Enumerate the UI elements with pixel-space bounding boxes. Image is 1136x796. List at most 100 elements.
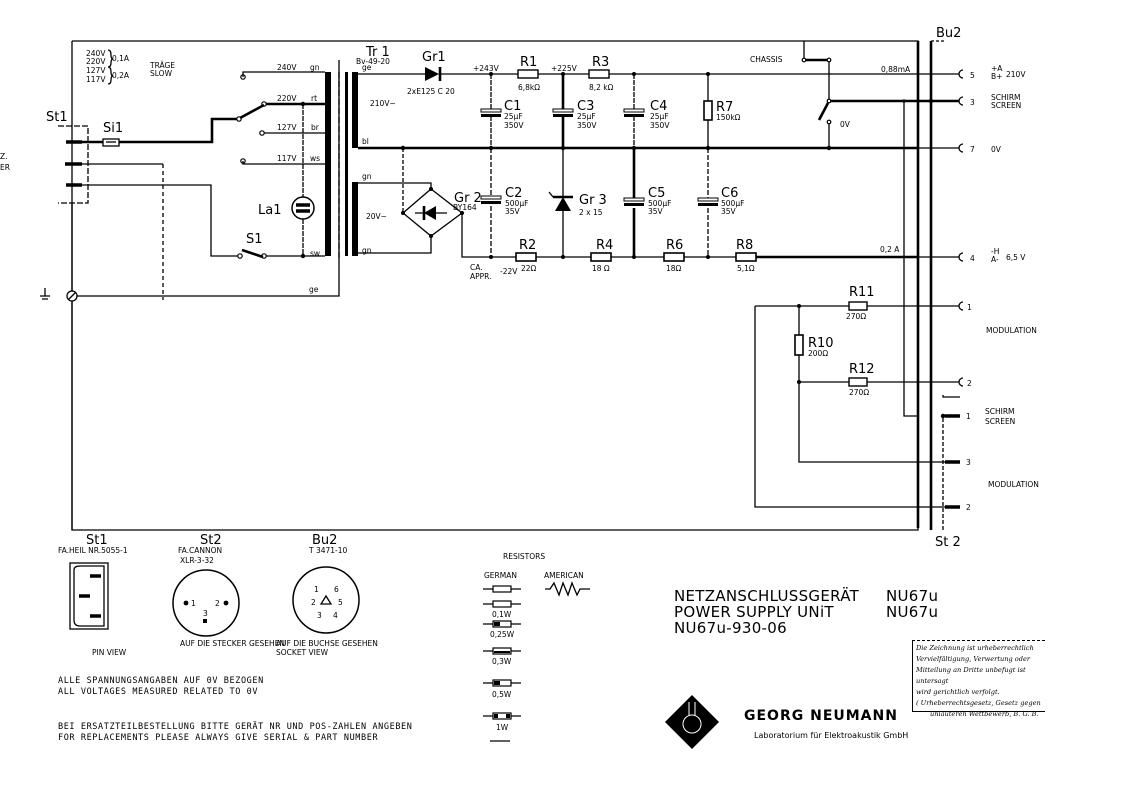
capacitor-c1: C1 25µF 350V — [480, 74, 524, 148]
svg-text:117V: 117V — [277, 154, 297, 163]
svg-text:4: 4 — [333, 611, 338, 620]
fuse-si1: Si1 — [82, 117, 238, 147]
svg-text:+A: +A — [991, 64, 1003, 73]
svg-text:+225V: +225V — [551, 64, 578, 73]
svg-text:1W: 1W — [496, 723, 509, 732]
svg-text:St2: St2 — [200, 533, 222, 548]
svg-text:0V: 0V — [840, 120, 851, 129]
st1-mains-connector: St1 Z. ER — [0, 110, 89, 296]
svg-text:1: 1 — [967, 303, 972, 312]
bridge-rectifier-gr2: Gr 2 BY164 — [358, 148, 491, 258]
drawing-number: NU67u-930-06 — [674, 619, 787, 637]
svg-text:2: 2 — [311, 598, 316, 607]
svg-text:br: br — [311, 123, 320, 132]
resistor-r2: R2 22Ω — [515, 238, 537, 273]
svg-text:C1: C1 — [504, 99, 521, 114]
svg-text:25µF: 25µF — [504, 112, 523, 121]
chassis-switch[interactable]: CHASSIS 0V 0,88mA — [750, 41, 959, 148]
bu2-connector: Bu2 5 +A B+ 210V 3 SCHIRM SCREEN 7 0V 4 … — [918, 26, 1037, 388]
svg-text:8,2 kΩ: 8,2 kΩ — [589, 83, 614, 92]
svg-text:S1: S1 — [246, 232, 263, 247]
svg-text:FA.CANNON: FA.CANNON — [178, 546, 222, 555]
svg-text:-22V: -22V — [500, 267, 518, 276]
svg-text:gn: gn — [362, 172, 372, 181]
switch-feed-wire — [82, 184, 238, 257]
svg-text:127V: 127V — [277, 123, 297, 132]
svg-text:18 Ω: 18 Ω — [592, 264, 610, 273]
svg-text:SCHIRM: SCHIRM — [991, 93, 1021, 102]
svg-text:240V: 240V — [277, 63, 297, 72]
st2-pinout: St2 FA.CANNON XLR-3-32 1 2 3 AUF DIE STE… — [92, 533, 285, 657]
svg-text:SCHIRM: SCHIRM — [985, 407, 1015, 416]
hv-rail: Gr1 2xE125 C 20 +243V +225V R1 6,8kΩ R3 … — [358, 50, 918, 96]
svg-text:22Ω: 22Ω — [521, 264, 537, 273]
svg-text:6: 6 — [334, 585, 339, 594]
svg-text:SOCKET VIEW: SOCKET VIEW — [276, 648, 329, 657]
svg-text:+243V: +243V — [473, 64, 500, 73]
svg-text:R1: R1 — [520, 55, 537, 70]
svg-text:TRÄGE: TRÄGE — [149, 61, 175, 70]
svg-text:Z.: Z. — [0, 152, 8, 161]
st2-connector: 1 SCHIRM SCREEN 3 2 MODULATION St 2 — [935, 407, 1039, 550]
capacitor-c3: C3 25µF 350V — [552, 74, 597, 148]
copyright-line: Die Zeichnung ist urheberrechtlich — [916, 644, 1034, 652]
resistor-r4: R4 18 Ω — [590, 238, 613, 273]
svg-text:500µF: 500µF — [648, 199, 671, 208]
svg-text:R8: R8 — [736, 238, 753, 253]
svg-text:APPR.: APPR. — [470, 272, 492, 281]
svg-text:150kΩ: 150kΩ — [716, 113, 741, 122]
svg-text:0,2 A: 0,2 A — [880, 245, 900, 254]
svg-text:BY164: BY164 — [453, 203, 477, 212]
transformer-tr1: Tr 1 Bv-49-20 ge bl 210V~ gn gn 20V~ — [325, 45, 396, 260]
svg-text:sw: sw — [310, 249, 320, 258]
svg-text:210V: 210V — [1006, 70, 1026, 79]
svg-text:270Ω: 270Ω — [849, 388, 869, 397]
title-en: POWER SUPPLY UNiT — [674, 603, 834, 621]
svg-text:Si1: Si1 — [103, 121, 123, 136]
svg-text:R3: R3 — [592, 55, 609, 70]
svg-text:0,1A: 0,1A — [112, 54, 130, 63]
svg-text:1: 1 — [314, 585, 319, 594]
neumann-logo — [665, 695, 719, 749]
connector-buses — [903, 40, 960, 530]
svg-text:270Ω: 270Ω — [846, 312, 866, 321]
voltage-selector-switch[interactable]: 240V 220V 127V 117V gn rt br ws — [236, 63, 325, 165]
svg-text:AUF DIE STECKER GESEHEN: AUF DIE STECKER GESEHEN — [180, 639, 285, 648]
svg-text:-H: -H — [991, 247, 999, 256]
svg-text:C2: C2 — [505, 186, 522, 201]
svg-text:18Ω: 18Ω — [666, 264, 682, 273]
power-switch-s1[interactable]: S1 sw — [237, 232, 325, 259]
svg-text:240V: 240V — [86, 49, 106, 58]
svg-text:350V: 350V — [577, 121, 597, 130]
svg-text:A-: A- — [991, 255, 999, 264]
svg-text:127V: 127V — [86, 66, 106, 75]
svg-text:2: 2 — [967, 379, 972, 388]
order-note-en: FOR REPLACEMENTS PLEASE ALWAYS GIVE SERI… — [58, 733, 379, 743]
svg-text:SLOW: SLOW — [150, 69, 173, 78]
svg-text:La1: La1 — [258, 203, 281, 218]
model-de: NU67u — [886, 587, 939, 605]
svg-text:St1: St1 — [46, 110, 68, 125]
svg-text:ge: ge — [309, 285, 319, 294]
zener-gr3: Gr 3 2 x 15 — [548, 148, 607, 257]
svg-text:200Ω: 200Ω — [808, 349, 828, 358]
svg-text:3: 3 — [970, 98, 975, 107]
svg-text:R10: R10 — [808, 336, 834, 351]
svg-text:Bu2: Bu2 — [936, 26, 961, 41]
svg-text:2: 2 — [966, 503, 971, 512]
svg-text:25µF: 25µF — [650, 112, 669, 121]
svg-text:R4: R4 — [596, 238, 613, 253]
svg-text:gn: gn — [362, 246, 372, 255]
bu2-pinout: Bu2 T 3471-10 1 6 2 5 3 4 AUF DIE BUCHSE… — [276, 533, 378, 657]
svg-text:35V: 35V — [505, 207, 521, 216]
svg-text:350V: 350V — [650, 121, 670, 130]
svg-text:R7: R7 — [716, 100, 733, 115]
voltage-note-de: ALLE SPANNUNGSANGABEN AUF 0V BEZOGEN — [58, 676, 264, 686]
svg-text:R12: R12 — [849, 362, 875, 377]
svg-text:Gr1: Gr1 — [422, 50, 446, 65]
svg-text:SCREEN: SCREEN — [991, 101, 1021, 110]
svg-text:220V: 220V — [86, 57, 106, 66]
svg-text:117V: 117V — [86, 75, 106, 84]
